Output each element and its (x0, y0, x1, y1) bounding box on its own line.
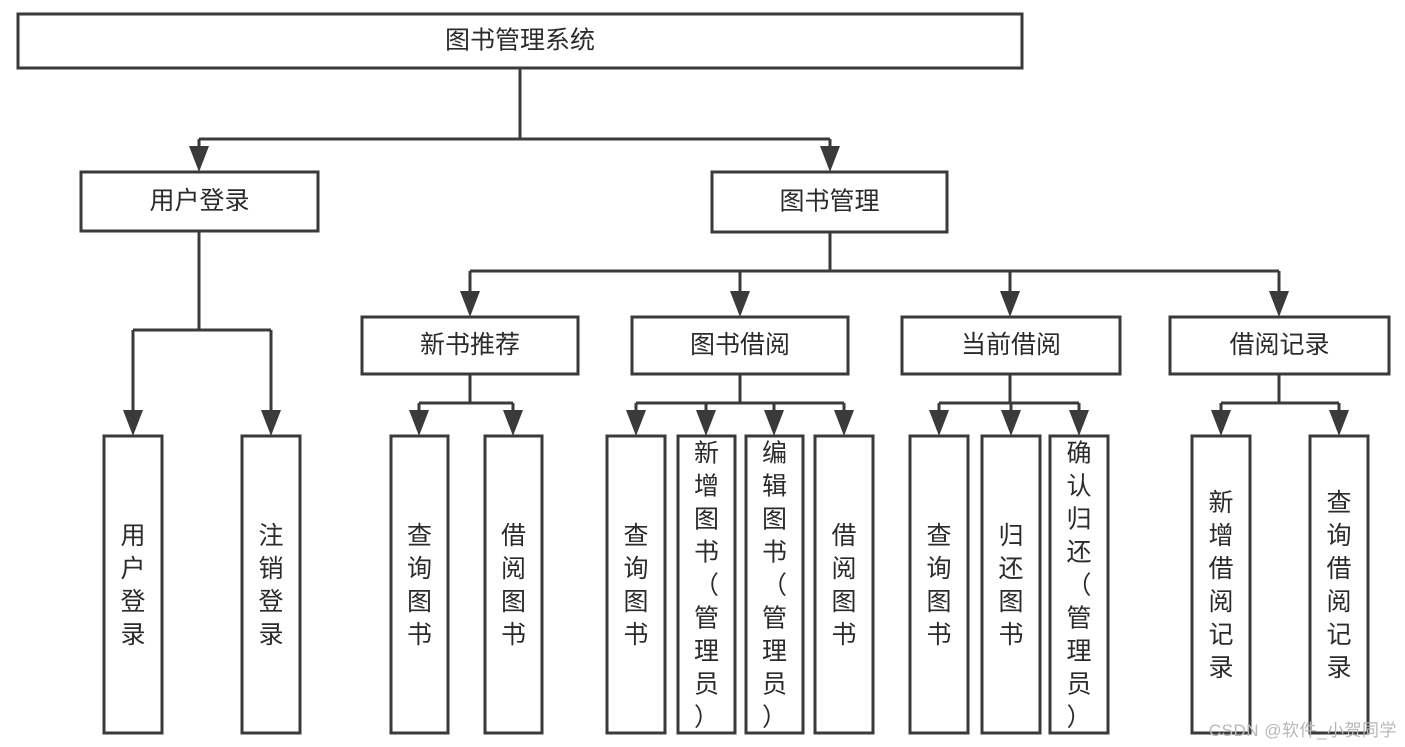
node-leaf-user-login[interactable]: 用户登录 (102, 434, 164, 735)
node-leaf-edit-book[interactable]: 编辑图书（管理员） (744, 434, 805, 735)
node-box-leaf-add-book[interactable] (676, 434, 737, 735)
arrow-head-leaf-query-book-current (929, 410, 949, 436)
node-borrow-record[interactable]: 借阅记录 (1168, 315, 1391, 376)
node-leaf-query-book-recommend[interactable]: 查询图书 (389, 434, 450, 735)
arrow-head-leaf-borrow-book-recommend (503, 410, 523, 436)
node-label-new-book-recommend: 新书推荐 (420, 331, 520, 359)
arrow-head-leaf-confirm-return (1069, 410, 1089, 436)
node-leaf-borrow-book[interactable]: 借阅图书 (813, 434, 875, 735)
node-leaf-return-book[interactable]: 归还图书 (980, 434, 1042, 735)
arrow-head-book-borrow (730, 291, 750, 317)
node-box-leaf-query-borrow-record[interactable] (1308, 434, 1370, 735)
node-box-leaf-query-book-recommend[interactable] (389, 434, 450, 735)
arrow-head-leaf-return-book (1001, 410, 1021, 436)
arrow-head-leaf-edit-book (764, 410, 784, 436)
node-leaf-add-book[interactable]: 新增图书（管理员） (676, 434, 737, 735)
node-box-root[interactable] (16, 12, 1024, 70)
node-label-leaf-return-book: 归还图书 (998, 522, 1023, 649)
node-box-user-login[interactable] (79, 170, 320, 233)
node-leaf-query-book[interactable]: 查询图书 (605, 434, 667, 735)
node-label-book-manage: 图书管理 (779, 188, 879, 216)
arrow-head-leaf-query-book (626, 410, 646, 436)
node-label-book-borrow: 图书借阅 (690, 331, 790, 359)
node-label-leaf-add-book: 新增图书（管理员） (694, 440, 719, 732)
node-box-leaf-query-book-current[interactable] (908, 434, 970, 735)
arrow-head-leaf-query-borrow-record (1329, 410, 1349, 436)
arrow-head-book-manage (820, 146, 840, 172)
node-box-leaf-borrow-book-recommend[interactable] (483, 434, 544, 735)
node-label-borrow-record: 借阅记录 (1229, 331, 1329, 359)
node-label-leaf-query-borrow-record: 查询借阅记录 (1326, 489, 1351, 682)
node-label-leaf-borrow-book-recommend: 借阅图书 (501, 522, 526, 649)
node-label-leaf-confirm-return: 确认归还（管理员） (1066, 440, 1091, 732)
node-box-leaf-query-book[interactable] (605, 434, 667, 735)
node-box-current-borrow[interactable] (900, 315, 1122, 376)
node-label-leaf-user-login: 用户登录 (120, 522, 145, 649)
node-user-login[interactable]: 用户登录 (79, 170, 320, 233)
node-current-borrow[interactable]: 当前借阅 (900, 315, 1122, 376)
node-box-leaf-logout[interactable] (240, 434, 302, 735)
node-new-book-recommend[interactable]: 新书推荐 (360, 315, 580, 376)
node-label-leaf-query-book-current: 查询图书 (926, 522, 951, 649)
arrow-head-user-login (189, 146, 209, 172)
node-box-book-borrow[interactable] (630, 315, 850, 376)
node-label-current-borrow: 当前借阅 (961, 331, 1061, 359)
node-box-book-manage[interactable] (710, 170, 949, 234)
node-label-root: 图书管理系统 (445, 27, 595, 55)
node-box-new-book-recommend[interactable] (360, 315, 580, 376)
csdn-watermark: CSDN @软件_小贺同学 (1208, 721, 1397, 740)
node-label-leaf-query-book: 查询图书 (623, 522, 648, 649)
node-leaf-query-book-current[interactable]: 查询图书 (908, 434, 970, 735)
node-box-leaf-confirm-return[interactable] (1048, 434, 1110, 735)
connectors-layer (123, 68, 1349, 436)
node-root[interactable]: 图书管理系统 (16, 12, 1024, 70)
node-box-leaf-add-borrow-record[interactable] (1190, 434, 1252, 735)
nodes-layer: 图书管理系统用户登录图书管理新书推荐图书借阅当前借阅借阅记录用户登录注销登录查询… (16, 12, 1391, 735)
node-leaf-add-borrow-record[interactable]: 新增借阅记录 (1190, 434, 1252, 735)
arrow-head-leaf-logout (261, 410, 281, 436)
node-book-borrow[interactable]: 图书借阅 (630, 315, 850, 376)
node-leaf-logout[interactable]: 注销登录 (240, 434, 302, 735)
node-box-leaf-return-book[interactable] (980, 434, 1042, 735)
node-label-leaf-edit-book: 编辑图书（管理员） (762, 440, 787, 732)
node-box-leaf-borrow-book[interactable] (813, 434, 875, 735)
arrow-head-leaf-add-book (696, 410, 716, 436)
arrow-head-new-book-recommend (460, 291, 480, 317)
node-leaf-query-borrow-record[interactable]: 查询借阅记录 (1308, 434, 1370, 735)
node-label-leaf-query-book-recommend: 查询图书 (407, 522, 432, 649)
node-label-leaf-add-borrow-record: 新增借阅记录 (1208, 489, 1233, 682)
node-leaf-confirm-return[interactable]: 确认归还（管理员） (1048, 434, 1110, 735)
node-box-borrow-record[interactable] (1168, 315, 1391, 376)
arrow-head-leaf-borrow-book (834, 410, 854, 436)
node-box-leaf-edit-book[interactable] (744, 434, 805, 735)
arrow-head-borrow-record (1269, 291, 1289, 317)
node-label-leaf-borrow-book: 借阅图书 (831, 522, 856, 649)
node-label-leaf-logout: 注销登录 (258, 522, 283, 649)
arrow-head-current-borrow (1000, 291, 1020, 317)
node-book-manage[interactable]: 图书管理 (710, 170, 949, 234)
node-leaf-borrow-book-recommend[interactable]: 借阅图书 (483, 434, 544, 735)
node-box-leaf-user-login[interactable] (102, 434, 164, 735)
node-label-user-login: 用户登录 (149, 187, 249, 215)
arrow-head-leaf-add-borrow-record (1211, 410, 1231, 436)
arrow-head-leaf-user-login (123, 410, 143, 436)
arrow-head-leaf-query-book-recommend (409, 410, 429, 436)
